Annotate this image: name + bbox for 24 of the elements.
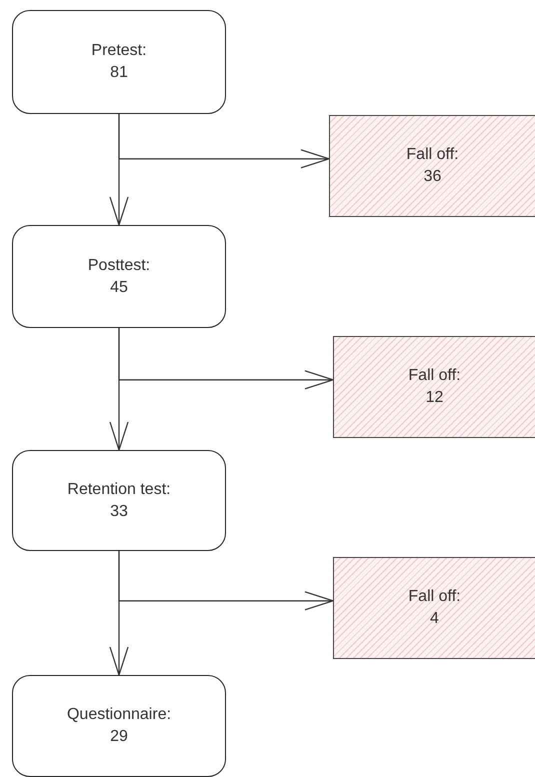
node-text: 29 (110, 727, 128, 747)
arrow (118, 114, 330, 168)
node-text: Fall off: (408, 366, 461, 386)
node-text: Fall off: (408, 587, 461, 607)
node-text: Posttest: (88, 256, 150, 276)
node-text: Retention test: (67, 480, 171, 500)
stage-box (12, 675, 226, 777)
node-text: 33 (110, 502, 128, 522)
dropout-box (333, 336, 535, 438)
node-text: Questionnaire: (66, 705, 172, 725)
node-text: 12 (426, 388, 444, 408)
node-text: 36 (424, 167, 442, 187)
stage-box (12, 225, 226, 328)
dropout-box (333, 557, 535, 659)
node-text: 4 (430, 609, 439, 629)
node-text: 81 (110, 63, 128, 83)
dropout-box (329, 115, 535, 217)
node-text: 45 (110, 278, 128, 298)
node-text: Pretest: (91, 41, 147, 61)
arrow (118, 328, 334, 390)
node-text: Fall off: (406, 145, 459, 165)
stage-box (12, 10, 226, 114)
stage-box (12, 450, 226, 551)
arrow (118, 551, 334, 610)
